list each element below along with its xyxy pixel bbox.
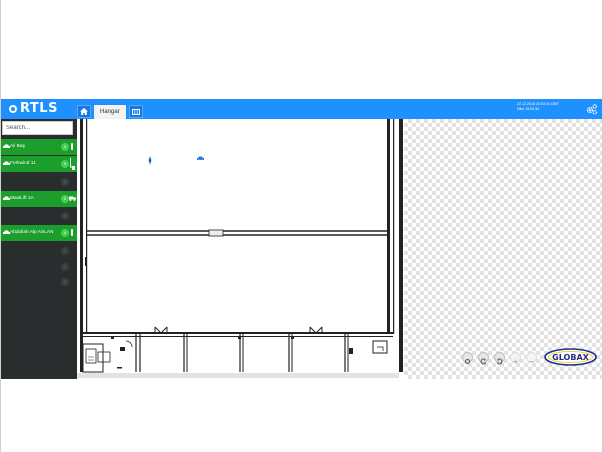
asset-name: Forkwind 11 bbox=[10, 161, 36, 166]
asset-count-badge: 0 bbox=[61, 247, 69, 255]
asset-row-offline[interactable]: 0 bbox=[1, 208, 77, 224]
rotate-left-button[interactable] bbox=[478, 352, 489, 365]
battery-icon bbox=[71, 143, 73, 150]
home-icon bbox=[80, 108, 88, 115]
target-icon bbox=[465, 359, 470, 364]
hangar-floor-plan bbox=[80, 119, 403, 373]
vehicle-icon bbox=[3, 230, 10, 234]
forklift-icon bbox=[70, 158, 75, 170]
settings-cogs-icon[interactable] bbox=[586, 103, 598, 115]
asset-count-badge: 0 bbox=[61, 178, 69, 186]
asset-row-ali-bas[interactable]: Ali Baş 0 bbox=[1, 139, 77, 155]
search-input[interactable] bbox=[2, 121, 73, 135]
plus-icon bbox=[513, 359, 518, 364]
app-title: RTLS bbox=[20, 101, 58, 116]
asset-row-abdullah-alp-aslan[interactable]: Abdullah Alp ASLAN 0 bbox=[1, 225, 77, 241]
tab-bar: Hangar bbox=[77, 105, 143, 119]
asset-name: MaxiLift 1A bbox=[10, 196, 34, 201]
top-bar: RTLS Hangar 22.12.2016 20:03:34 GMT Ülke… bbox=[1, 99, 602, 119]
battery-icon bbox=[71, 229, 73, 236]
zoom-in-button[interactable] bbox=[510, 352, 521, 364]
minus-icon bbox=[529, 361, 534, 362]
tab-map[interactable] bbox=[128, 105, 143, 118]
svg-text:GLOBAX: GLOBAX bbox=[552, 353, 589, 362]
vehicle-icon bbox=[3, 196, 10, 200]
tab-home[interactable] bbox=[77, 105, 91, 118]
asset-name: Abdullah Alp ASLAN bbox=[10, 230, 54, 235]
asset-name: Ali Baş bbox=[10, 144, 25, 149]
tab-hangar[interactable]: Hangar bbox=[94, 105, 126, 119]
asset-row-forkwind-11[interactable]: Forkwind 11 0 bbox=[1, 156, 77, 172]
asset-row-offline[interactable]: 0 bbox=[1, 274, 77, 290]
asset-count-badge: 0 bbox=[61, 263, 69, 271]
asset-row-maxilift-1a[interactable]: MaxiLift 1A 0 bbox=[1, 191, 77, 207]
asset-count-badge: 0 bbox=[61, 160, 69, 168]
map-horizontal-scrollbar[interactable] bbox=[77, 373, 399, 378]
vehicle-marker-icon[interactable] bbox=[197, 156, 204, 161]
app-logo[interactable]: RTLS bbox=[9, 102, 58, 116]
rotate-right-icon bbox=[496, 358, 503, 365]
server-time: 22.12.2016 20:03:34 GMT bbox=[517, 102, 559, 106]
rotate-right-button[interactable] bbox=[494, 352, 505, 365]
asset-row-offline[interactable]: 0 bbox=[1, 174, 77, 190]
zoom-out-button[interactable] bbox=[526, 352, 537, 363]
transparent-map-area bbox=[404, 119, 602, 379]
asset-sidebar: Ali Baş 0 Forkwind 11 0 0 MaxiLift 1A 0 … bbox=[1, 119, 77, 379]
asset-count-badge: 0 bbox=[61, 195, 69, 203]
personnel-marker-icon[interactable] bbox=[148, 156, 152, 165]
asset-count-badge: 0 bbox=[61, 212, 69, 220]
vehicle-icon bbox=[3, 144, 10, 148]
asset-count-badge: 0 bbox=[61, 143, 69, 151]
rtls-app-window: RTLS Hangar 22.12.2016 20:03:34 GMT Ülke… bbox=[1, 99, 602, 379]
rotate-left-icon bbox=[480, 358, 487, 365]
asset-count-badge: 0 bbox=[61, 278, 69, 286]
server-time-info: 22.12.2016 20:03:34 GMT Ülke 19:03:34 bbox=[517, 102, 559, 111]
asset-row-offline[interactable]: 0 bbox=[1, 243, 77, 259]
asset-row-offline[interactable]: 0 bbox=[1, 259, 77, 275]
local-time: Ülke 19:03:34 bbox=[517, 106, 540, 111]
location-dot-icon bbox=[9, 105, 17, 113]
truck-icon bbox=[69, 196, 76, 201]
globax-logo: GLOBAX bbox=[544, 348, 597, 366]
asset-count-badge: 0 bbox=[61, 229, 69, 237]
zoom-fit-button[interactable] bbox=[462, 352, 473, 364]
vehicle-icon bbox=[3, 161, 10, 165]
map-icon bbox=[131, 108, 140, 115]
floor-plan-map[interactable]: GLOBAX bbox=[77, 119, 602, 379]
